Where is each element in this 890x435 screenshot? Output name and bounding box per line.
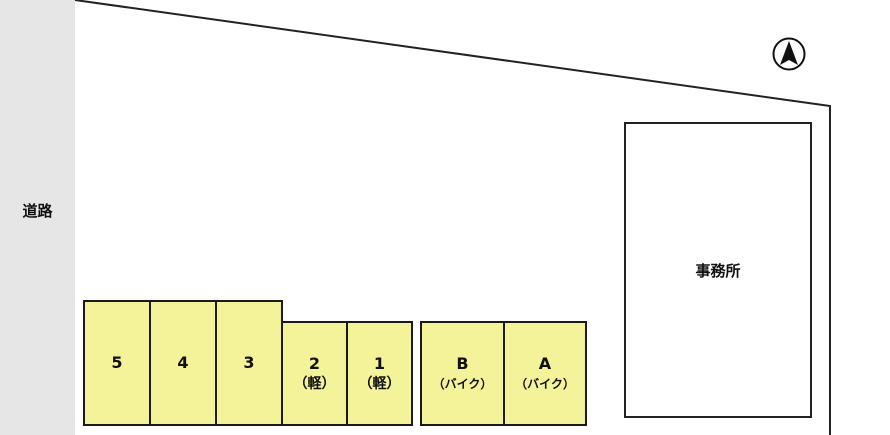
- space-number: 5: [111, 353, 123, 372]
- parking-space-a: A （バイク）: [503, 321, 587, 426]
- space-type-label: （軽）: [358, 375, 401, 392]
- office-building: 事務所: [624, 122, 812, 418]
- space-type-label: （バイク）: [515, 376, 575, 391]
- parking-space-2: 2 （軽）: [281, 321, 348, 426]
- road-label: 道路: [22, 202, 53, 220]
- parking-space-1: 1 （軽）: [346, 321, 413, 426]
- space-number: 2: [308, 353, 321, 373]
- north-arrow-icon: [772, 37, 806, 71]
- parking-space-b: B （バイク）: [420, 321, 505, 426]
- parking-space-3: 3: [215, 300, 283, 426]
- road-area: 道路: [0, 0, 75, 435]
- office-label: 事務所: [695, 262, 741, 280]
- parking-space-4: 4: [149, 300, 217, 426]
- parking-space-5: 5: [83, 300, 151, 426]
- space-number: B: [456, 353, 469, 373]
- space-number: 4: [177, 353, 189, 372]
- space-type-label: （軽）: [293, 375, 336, 392]
- space-type-label: （バイク）: [432, 376, 493, 391]
- space-number: A: [538, 353, 552, 373]
- space-number: 1: [373, 353, 386, 373]
- space-number: 3: [243, 353, 255, 372]
